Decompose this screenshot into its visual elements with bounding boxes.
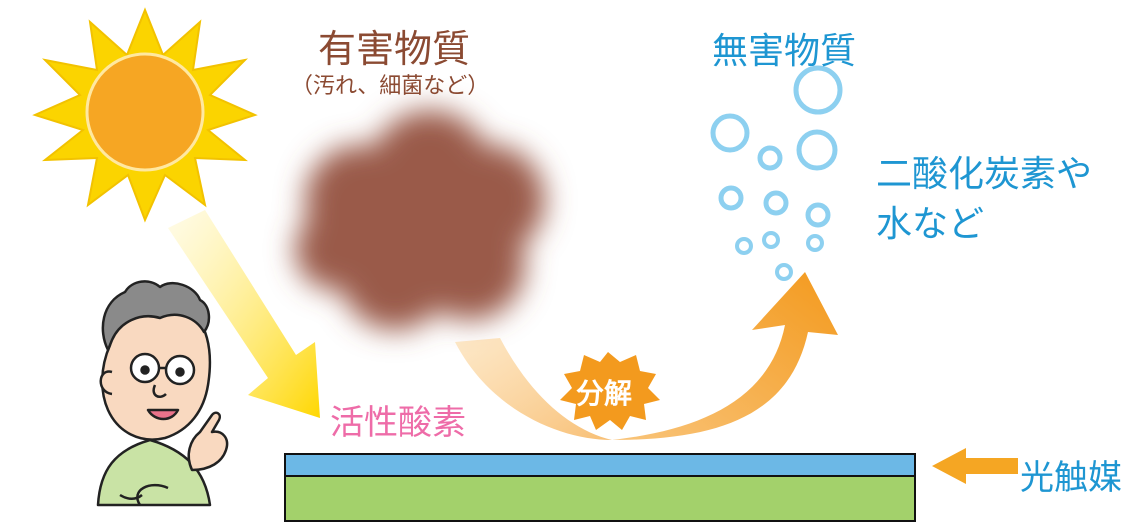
release-arrow: [612, 272, 838, 440]
harmful-substance-subtitle: （汚れ、細菌など）: [291, 74, 490, 99]
molecule-bubbles: [710, 65, 843, 281]
photocatalyst-coating-layer: [284, 453, 916, 477]
harmful-substance-title: 有害物質: [318, 27, 471, 71]
products-line-1: 二酸化炭素や: [876, 154, 1093, 195]
decompose-inflow-arrow: [455, 338, 612, 440]
decomposition-products: 二酸化炭素や 水など: [876, 150, 1092, 250]
photocatalyst-label: 光触媒: [1020, 458, 1122, 498]
decompose-label: 分解: [576, 377, 633, 410]
products-line-2: 水など: [876, 204, 985, 245]
scientist-illustration: [96, 280, 229, 507]
active-oxygen-label: 活性酸素: [330, 403, 466, 443]
harmless-substance-title: 無害物質: [712, 31, 857, 72]
decompose-badge: [560, 352, 660, 430]
sun-icon: [32, 7, 258, 223]
substrate-layer: [284, 475, 916, 522]
light-beam-arrow: [168, 210, 320, 418]
photocatalyst-pointer-arrow: [932, 448, 1018, 484]
pollution-cloud: [295, 110, 545, 330]
